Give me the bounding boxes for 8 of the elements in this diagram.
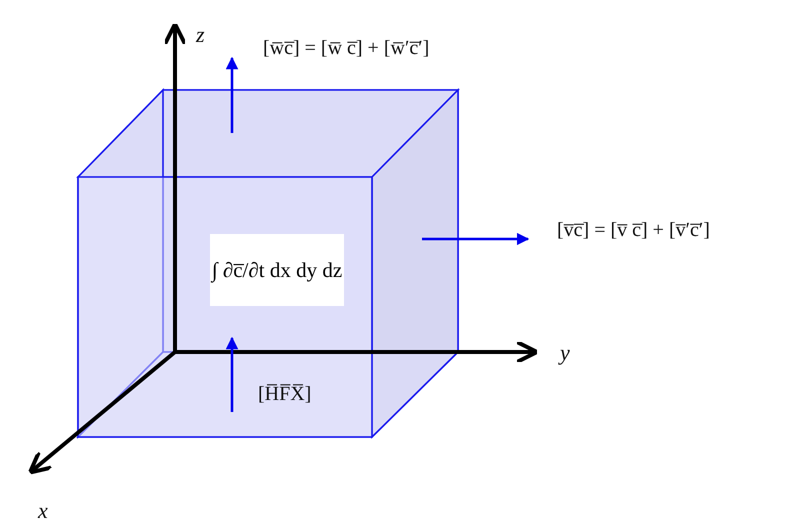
- flux-equation: [H̅F̅X̅]: [258, 382, 312, 406]
- flux-equation: [v̅c̅] = [v̅ c̅] + [v̅′c̅′]: [557, 218, 710, 242]
- axis-label: y: [560, 340, 570, 366]
- integral-equation: ∫ ∂c̅/∂t dx dy dz: [212, 258, 342, 282]
- equation-box: [210, 234, 344, 306]
- axis-label: z: [196, 22, 205, 48]
- flux-equation: [w̅c̅] = [w̅ c̅] + [w̅′c̅′]: [263, 36, 430, 60]
- axis-label: x: [38, 498, 48, 524]
